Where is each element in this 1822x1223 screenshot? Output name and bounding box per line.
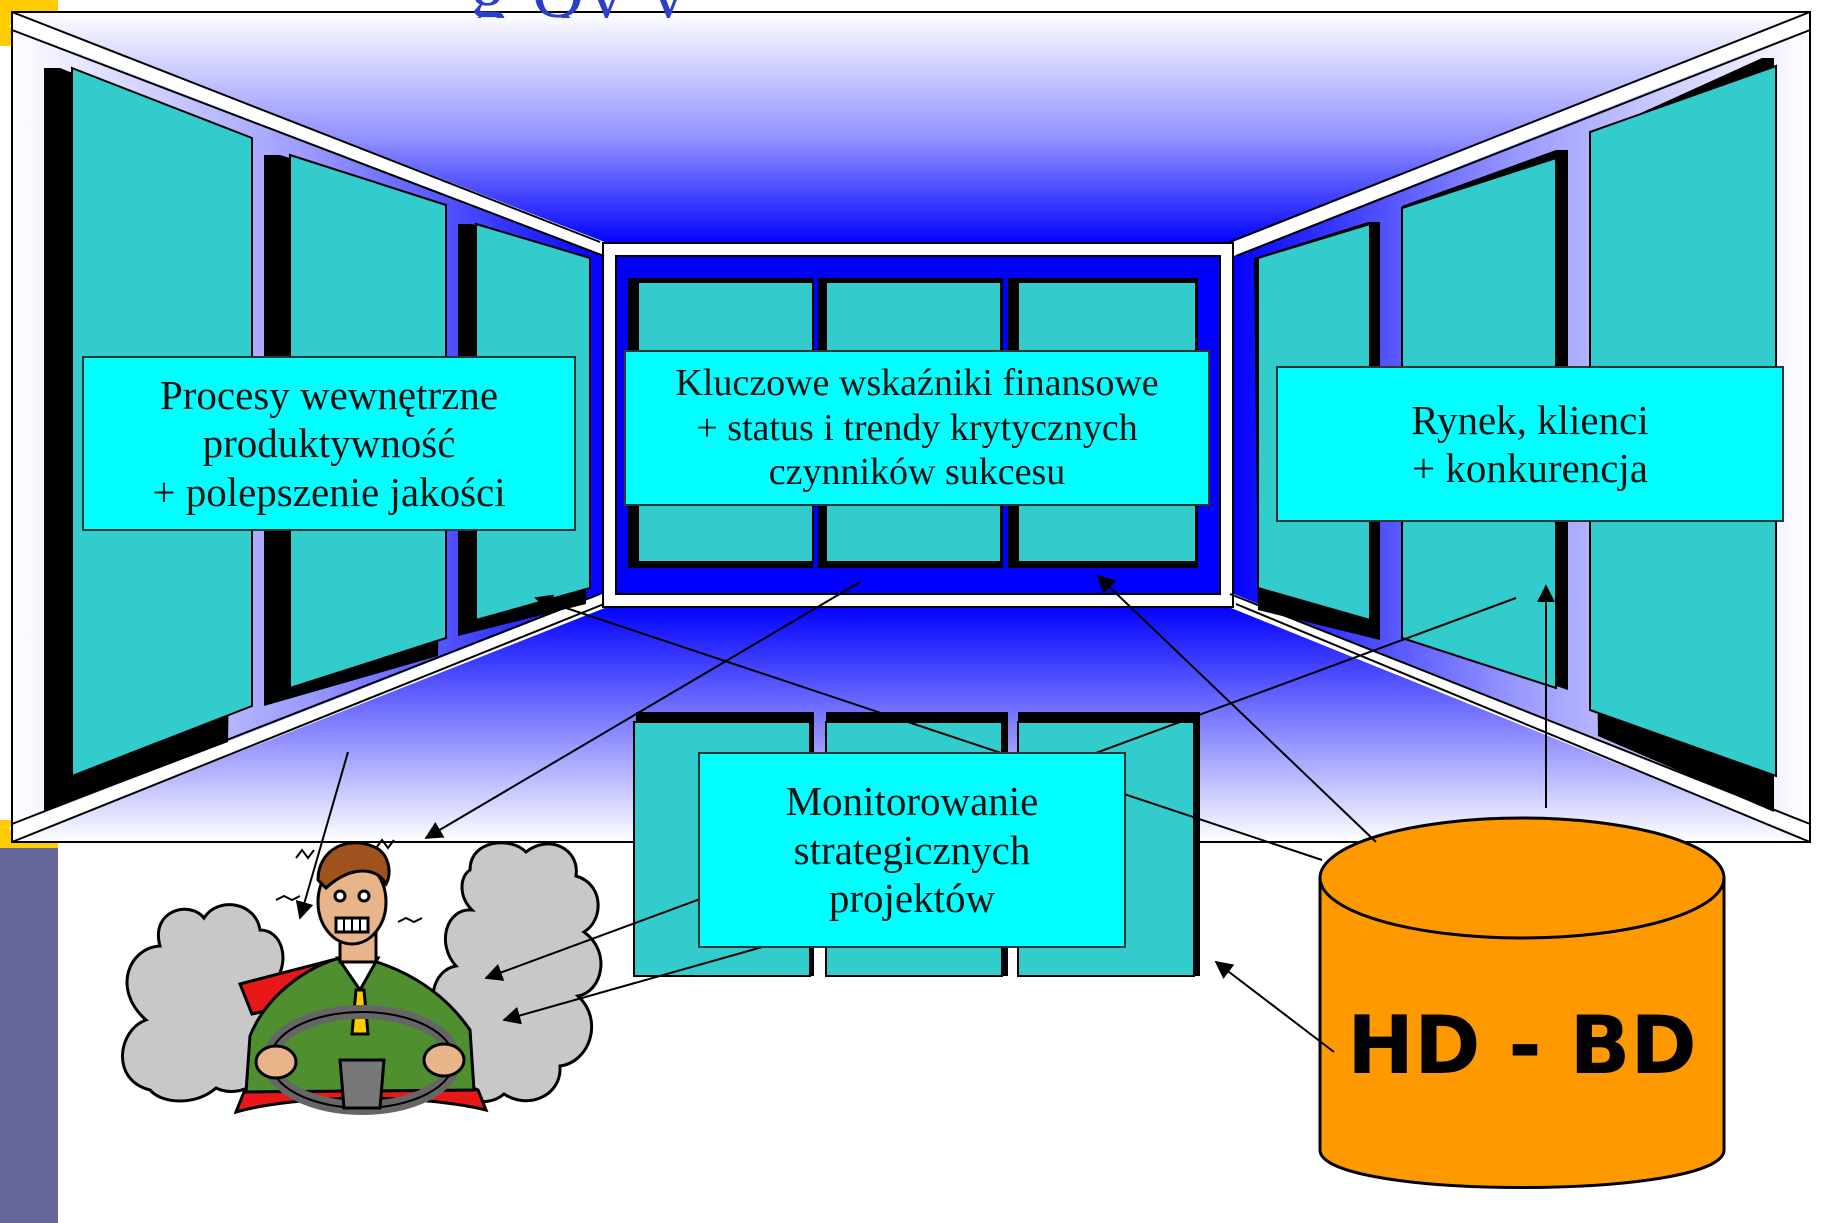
label-line: Rynek, klienci xyxy=(1411,396,1649,443)
arrow-db-to-center-screen xyxy=(1096,574,1377,843)
label-line: strategicznych xyxy=(793,826,1031,873)
stressed-driver-clipart xyxy=(121,838,603,1115)
label-market-clients: Rynek, klienci + konkurencja xyxy=(1276,366,1784,522)
label-line: + polepszenie jakości xyxy=(152,468,506,515)
label-line: Procesy wewnętrzne xyxy=(159,371,499,418)
label-line: projektów xyxy=(828,875,996,922)
label-line: produktywność xyxy=(202,420,456,467)
arrow-center-to-driver xyxy=(424,581,861,839)
label-line: Monitorowanie xyxy=(785,778,1039,825)
label-line: Kluczowe wskaźniki finansowe xyxy=(675,361,1159,404)
arrow-db-to-left-screen xyxy=(534,594,1323,861)
arrow-db-to-console xyxy=(1214,960,1335,1053)
arrow-console-to-driver xyxy=(502,941,781,1025)
slide-title-fragment: g Qy y xyxy=(470,0,1030,18)
connection-arrows xyxy=(295,574,1555,1053)
arrow-left-wall-to-driver xyxy=(295,751,349,920)
label-line: + konkurencja xyxy=(1411,445,1648,491)
database-label: HD - BD xyxy=(1347,998,1697,1092)
label-strategic-projects: Monitorowanie strategicznych projektów xyxy=(698,752,1126,948)
label-financial-indicators: Kluczowe wskaźniki finansowe + status i … xyxy=(624,350,1210,506)
label-internal-processes: Procesy wewnętrzne produktywność + polep… xyxy=(82,356,576,531)
slide-accent-bars xyxy=(0,0,58,1223)
label-line: + status i trendy krytycznych xyxy=(696,406,1138,449)
database-cylinder-icon xyxy=(1318,816,1726,1189)
label-line: czynników sukcesu xyxy=(768,451,1066,494)
